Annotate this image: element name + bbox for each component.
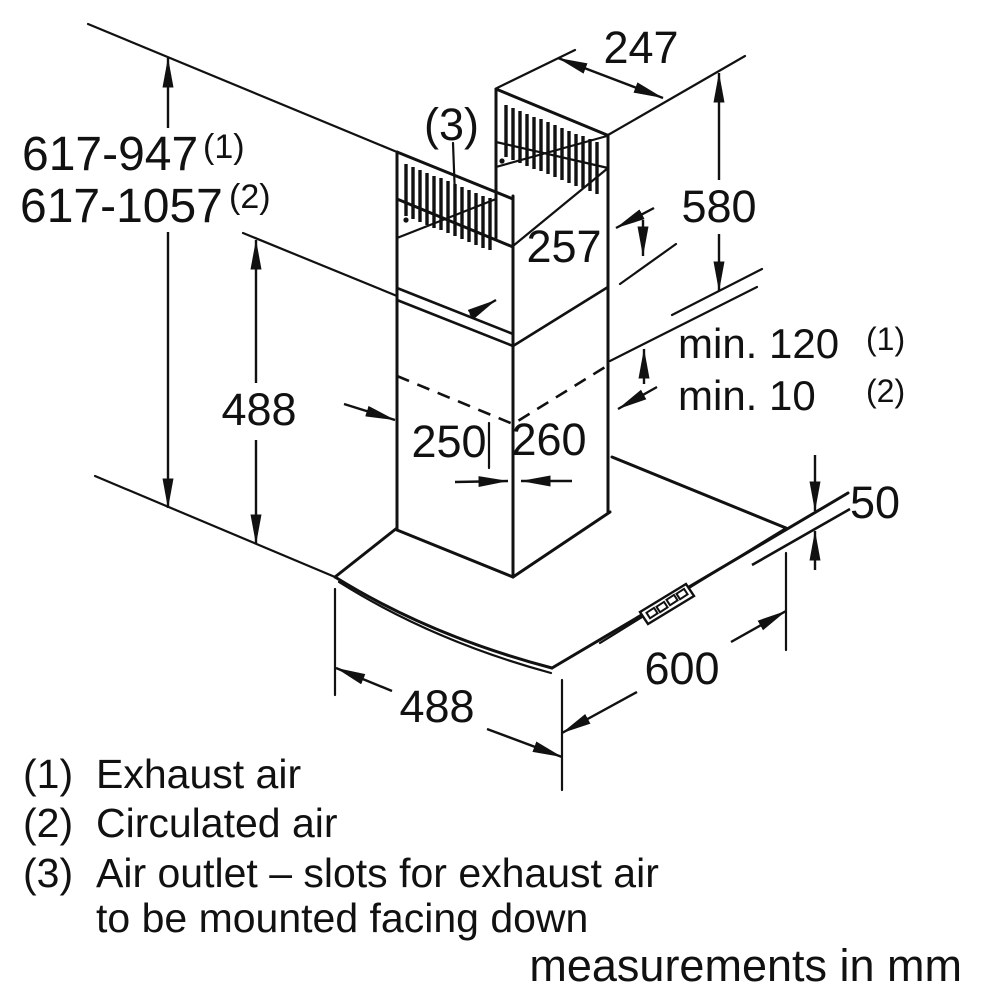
- control-button: [655, 600, 669, 614]
- mark-dot-left: [403, 217, 409, 223]
- air-outlet-slots-right: [504, 105, 599, 194]
- hood-canopy: [333, 455, 851, 675]
- label-hood-depth: 488: [399, 681, 474, 732]
- chimney-base-right: [511, 510, 612, 579]
- ext-line-247-580-right: [606, 54, 747, 137]
- ext-line-bottom-left: [93, 474, 337, 579]
- dim-600-left: [561, 690, 638, 735]
- chimney-duct: [395, 87, 612, 579]
- canopy-right-edge: [610, 455, 788, 530]
- legend-text-3-continued: to be mounted facing down: [96, 895, 588, 941]
- ext-line-min-clearance: [608, 285, 759, 363]
- label-min-clearance-exhaust-ref: (1): [866, 321, 905, 357]
- label-outlet-ref: (3): [424, 99, 479, 150]
- label-hood-width: 600: [644, 643, 719, 694]
- dim-250-arrow: [454, 476, 509, 488]
- duct-250-leader-arrow: [343, 402, 396, 422]
- control-button: [645, 606, 659, 620]
- dimension-arrows: [162, 56, 821, 759]
- label-min-clearance-circulated: min. 10: [678, 372, 816, 419]
- label-lower-chimney-height: 488: [221, 384, 296, 435]
- dim-247-arrow: [557, 56, 664, 100]
- ext-line-top-left: [86, 22, 399, 154]
- label-chimney-overlap: 257: [526, 221, 601, 272]
- telescope-joint-upper-left: [396, 286, 514, 336]
- chimney-base-left: [395, 528, 515, 579]
- ext-line-580-bottom: [670, 267, 764, 317]
- ext-line-488-top: [241, 231, 399, 298]
- legend: (1) Exhaust air (2) Circulated air (3) A…: [23, 751, 659, 941]
- min-height-dashed-line: [396, 362, 611, 426]
- units-note: measurements in mm: [529, 940, 962, 991]
- label-min-clearance-exhaust: min. 120: [678, 320, 839, 367]
- dim-600-right: [730, 609, 787, 644]
- telescope-joint-lower-left: [396, 298, 514, 348]
- right-panel-top-edge: [494, 87, 609, 137]
- telescope-joint-right: [512, 285, 609, 348]
- control-panel: [638, 582, 696, 626]
- extension-lines: [86, 22, 788, 792]
- joint-leader-arrow: [467, 298, 497, 320]
- label-glass-edge-thickness: 50: [850, 477, 900, 528]
- legend-ref-3: (3): [23, 850, 73, 896]
- canopy-front-left-edge: [333, 575, 554, 670]
- air-outlet-slots-left: [404, 164, 492, 250]
- front-right-rim-line: [511, 166, 610, 248]
- min-clearance-leader-arrow: [617, 385, 658, 411]
- label-duct-width: 260: [511, 414, 586, 465]
- legend-ref-1: (1): [23, 751, 73, 797]
- ext-line-247-left: [495, 48, 577, 90]
- canopy-back-left-edge: [333, 526, 399, 579]
- legend-text-1: Exhaust air: [96, 751, 301, 797]
- outlet-leader-line: [451, 141, 457, 198]
- control-button: [665, 593, 679, 607]
- label-top-depth: 247: [603, 22, 678, 73]
- legend-text-3: Air outlet – slots for exhaust air: [96, 850, 659, 896]
- control-button: [675, 587, 689, 601]
- label-upper-chimney-height: 580: [681, 181, 756, 232]
- label-height-range-circulated-ref: (2): [229, 178, 271, 216]
- dim-488-bottom-left: [335, 666, 393, 693]
- label-min-clearance-circulated-ref: (2): [866, 373, 905, 409]
- mark-dot-right: [499, 158, 505, 164]
- canopy-front-left-thickness: [337, 580, 553, 675]
- legend-ref-2: (2): [23, 800, 73, 846]
- ext-line-overlap: [618, 242, 678, 286]
- overlap-leader-arrow: [615, 206, 655, 230]
- dim-488-bottom-right: [486, 727, 563, 759]
- label-height-range-circulated: 617-1057: [20, 180, 223, 233]
- glass-underside-edge: [751, 507, 851, 567]
- label-duct-depth: 250: [411, 416, 486, 467]
- label-height-range-exhaust: 617-947: [22, 128, 198, 181]
- label-height-range-exhaust-ref: (1): [203, 128, 245, 166]
- canopy-front-band-inner-line: [598, 526, 788, 645]
- legend-text-2: Circulated air: [96, 800, 338, 846]
- dimension-labels: 617-947 (1) 617-1057 (2) (3) 247 580 257…: [20, 22, 905, 732]
